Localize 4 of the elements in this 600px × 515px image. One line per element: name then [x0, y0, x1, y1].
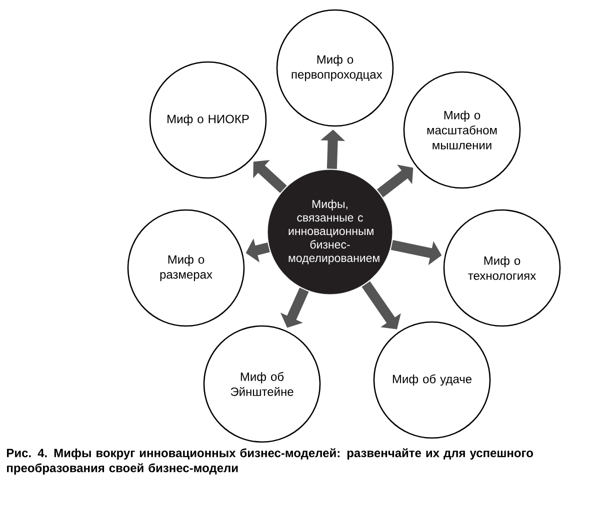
block-arrow — [362, 281, 401, 330]
block-arrow — [376, 164, 414, 198]
figure-caption: Рис. 4. Мифы вокруг инновационных бизнес-моделей: развенчайте их для успешного преобразования своей бизнес-модели — [7, 448, 533, 475]
block-arrow — [253, 160, 287, 193]
